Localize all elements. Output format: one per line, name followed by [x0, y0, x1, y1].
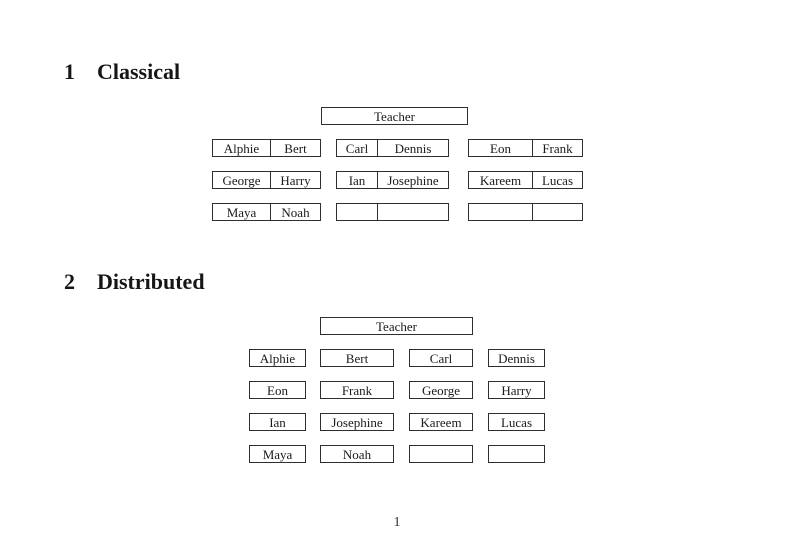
teacher-label: Teacher [374, 108, 415, 124]
student-cell-carl: Carl [337, 140, 378, 156]
pair-box-maya-noah: Maya Noah [212, 203, 321, 221]
student-cell-noah: Noah [281, 204, 310, 220]
student-cell-george: George [213, 172, 271, 188]
student-box-empty [409, 445, 473, 463]
page-number: 1 [393, 515, 401, 530]
student-cell-ian: Ian [337, 172, 378, 188]
student-box-ian: Ian [249, 413, 306, 431]
student-cell-bert: Bert [284, 140, 307, 156]
student-cell-josephine: Josephine [387, 172, 439, 188]
student-cell-empty [337, 204, 378, 220]
section-number: 1 [64, 59, 75, 84]
teacher-box-classical: Teacher [321, 107, 468, 125]
student-box-noah: Noah [320, 445, 394, 463]
student-box-josephine: Josephine [320, 413, 394, 431]
student-cell-frank: Frank [542, 140, 573, 156]
pair-box-ian-josephine: Ian Josephine [336, 171, 449, 189]
section-title: Classical [97, 59, 181, 84]
student-cell-alphie: Alphie [213, 140, 271, 156]
student-box-george: George [409, 381, 473, 399]
student-box-eon: Eon [249, 381, 306, 399]
section-heading-classical: 1 Classical [64, 61, 180, 83]
student-box-maya: Maya [249, 445, 306, 463]
student-box-kareem: Kareem [409, 413, 473, 431]
pair-box-carl-dennis: Carl Dennis [336, 139, 449, 157]
section-heading-distributed: 2 Distributed [64, 271, 205, 293]
pair-box-eon-frank: Eon Frank [468, 139, 583, 157]
student-box-alphie: Alphie [249, 349, 306, 367]
student-box-bert: Bert [320, 349, 394, 367]
student-box-carl: Carl [409, 349, 473, 367]
student-cell-kareem: Kareem [469, 172, 533, 188]
student-cell-eon: Eon [469, 140, 533, 156]
section-title: Distributed [97, 269, 205, 294]
pair-box-empty-right [468, 203, 583, 221]
teacher-label: Teacher [376, 318, 417, 334]
student-cell-empty [533, 204, 582, 220]
pair-box-george-harry: George Harry [212, 171, 321, 189]
student-box-empty [488, 445, 545, 463]
pair-box-kareem-lucas: Kareem Lucas [468, 171, 583, 189]
student-cell-empty [469, 204, 533, 220]
student-box-dennis: Dennis [488, 349, 545, 367]
pair-box-empty-middle [336, 203, 449, 221]
student-cell-maya: Maya [213, 204, 271, 220]
section-number: 2 [64, 269, 75, 294]
student-box-harry: Harry [488, 381, 545, 399]
student-box-frank: Frank [320, 381, 394, 399]
student-cell-lucas: Lucas [541, 172, 574, 188]
student-cell-empty [378, 204, 448, 220]
teacher-box-distributed: Teacher [320, 317, 473, 335]
student-cell-harry: Harry [280, 172, 311, 188]
student-box-lucas: Lucas [488, 413, 545, 431]
pair-box-alphie-bert: Alphie Bert [212, 139, 321, 157]
student-cell-dennis: Dennis [394, 140, 432, 156]
